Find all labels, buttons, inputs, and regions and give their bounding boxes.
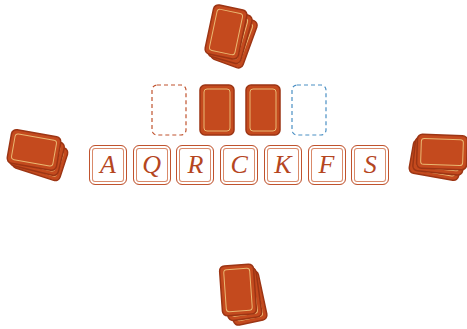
- empty-slot: [152, 85, 186, 135]
- played-card: [200, 85, 234, 135]
- card-letter: S: [364, 152, 377, 178]
- empty-slot: [292, 85, 326, 135]
- draw-pile-top: [204, 4, 258, 69]
- card-letter: K: [274, 152, 291, 178]
- draw-pile-left: [6, 129, 69, 182]
- card-letter: C: [230, 152, 247, 178]
- card-letter: Q: [142, 152, 161, 178]
- draw-pile-bottom: [219, 264, 268, 326]
- letter-card: S: [351, 145, 389, 185]
- card-letter: A: [100, 152, 116, 178]
- letter-card: K: [264, 145, 302, 185]
- letter-card: A: [89, 145, 127, 185]
- card-letter: R: [187, 152, 203, 178]
- card-letter: F: [319, 152, 335, 178]
- draw-pile-right: [408, 134, 467, 181]
- letter-card: F: [308, 145, 346, 185]
- letter-card: R: [176, 145, 214, 185]
- letter-card: Q: [133, 145, 171, 185]
- played-card: [246, 85, 280, 135]
- letter-card: C: [220, 145, 258, 185]
